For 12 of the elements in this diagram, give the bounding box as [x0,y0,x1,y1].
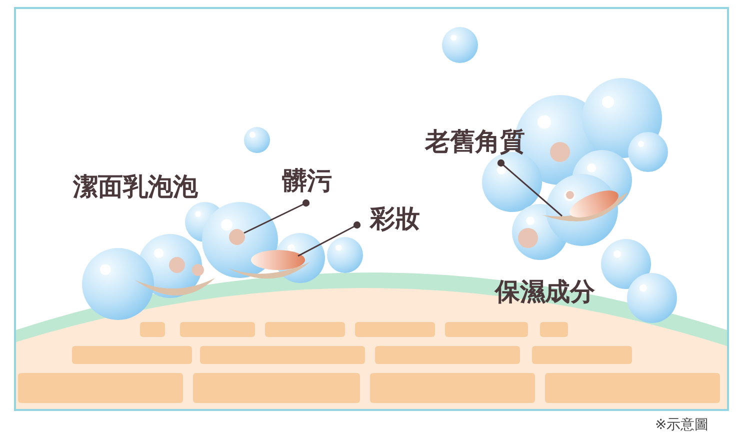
makeup-patch [251,250,305,270]
callout-label: 髒污 [282,166,332,196]
leader-line [244,199,310,234]
callout-label: 彩妝 [370,204,420,234]
part-label: 保濕成分 [495,277,595,307]
caption: ※示意圖 [655,416,709,434]
leader-line [497,159,562,217]
dirt-particle [229,229,245,245]
leader-line [298,221,361,257]
skin-flake-drawing [542,190,628,222]
callout-label: 老舊角質 [425,127,525,157]
part-label: 潔面乳泡泡 [73,172,198,202]
